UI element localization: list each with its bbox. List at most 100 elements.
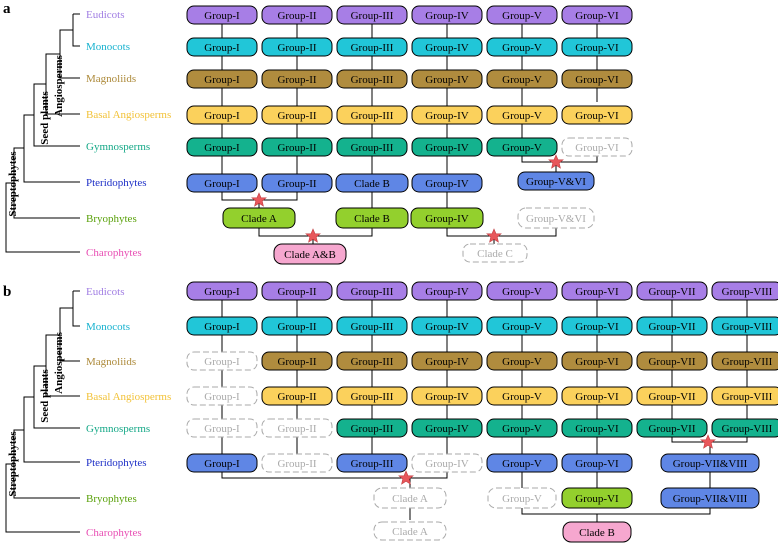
b-row3-col5-label: Group-VI — [575, 391, 619, 403]
a-row3-col4-label: Group-V — [502, 110, 542, 122]
taxon-eudicots: Eudicots — [86, 9, 125, 21]
bryophytes-group-vi-box — [561, 487, 633, 509]
a-row3-col1-box — [261, 105, 333, 125]
a-row5-col0-box — [186, 173, 258, 193]
a-row1-col1-box — [261, 37, 333, 57]
star-icon — [398, 470, 414, 485]
b-row5-col3-box — [411, 453, 483, 473]
a-row0-col5-box — [561, 5, 633, 25]
a-row2-col3-label: Group-IV — [425, 74, 468, 86]
a-row1-col5-box — [561, 37, 633, 57]
a-row3-col0-box — [186, 105, 258, 125]
b-row0-col0-label: Group-I — [204, 286, 240, 298]
charophytes-clade-ab-box — [273, 243, 347, 265]
taxon-basal-angiosperms-b: Basal Angiosperms — [86, 391, 171, 403]
a-row4-col3-label: Group-IV — [425, 142, 468, 154]
taxon-bryophytes-b: Bryophytes — [86, 493, 137, 505]
b-row3-col2-box — [336, 386, 408, 406]
b-row0-col6-label: Group-VII — [648, 286, 695, 298]
charophytes-clade-ab-label: Clade A&B — [284, 249, 336, 261]
a-row5-col3-box — [411, 173, 483, 193]
b-row5-col0-box — [186, 453, 258, 473]
b-row1-col2-box — [336, 316, 408, 336]
b-row3-col5-box — [561, 386, 633, 406]
b-row0-col5-box — [561, 281, 633, 301]
bryophytes-group-iv-box — [410, 207, 484, 229]
bryophytes-lost-clade-a-box — [373, 487, 447, 509]
b-row4-col5-label: Group-VI — [575, 423, 619, 435]
clade-angiosperms-b: Angiosperms — [53, 331, 65, 393]
a-row1-col4-box — [486, 37, 558, 57]
a-row4-col0-label: Group-I — [204, 142, 240, 154]
panel-label-a: a — [3, 1, 11, 17]
a-row0-col4-box — [486, 5, 558, 25]
a-row3-col3-box — [411, 105, 483, 125]
a-row1-col2-label: Group-III — [351, 42, 394, 54]
panel-a: a Angiosperms Seed plants Streptophytes … — [3, 1, 633, 265]
a-row0-col1-label: Group-II — [277, 10, 316, 22]
b-row5-col5-label: Group-VI — [575, 458, 619, 470]
a-row1-col3-label: Group-IV — [425, 42, 468, 54]
b-row5-col0-label: Group-I — [204, 458, 240, 470]
b-row1-col0-label: Group-I — [204, 321, 240, 333]
taxon-pteridophytes: Pteridophytes — [86, 177, 147, 189]
b-row4-col7-box — [711, 418, 778, 438]
b-row3-col0-label: Group-I — [204, 391, 240, 403]
b-row0-col7-box — [711, 281, 778, 301]
taxon-monocots-b: Monocots — [86, 321, 130, 333]
b-row1-col1-box — [261, 316, 333, 336]
b-row1-col2-label: Group-III — [351, 321, 394, 333]
b-row4-col4-box — [486, 418, 558, 438]
charophytes-lost-clade-c-label: Clade C — [477, 248, 513, 260]
b-row4-col7-label: Group-VIII — [722, 423, 773, 435]
b-row4-col3-label: Group-IV — [425, 423, 468, 435]
a-row4-col3-box — [411, 137, 483, 157]
bryophytes-lost-group-v-label: Group-V — [502, 493, 542, 505]
taxon-bryophytes: Bryophytes — [86, 213, 137, 225]
b-row2-col7-box — [711, 351, 778, 371]
b-row4-col1-label: Group-II — [277, 423, 316, 435]
a-row1-col0-label: Group-I — [204, 42, 240, 54]
a-row4-col4-box — [486, 137, 558, 157]
b-row0-col0-box — [186, 281, 258, 301]
panel-b: b Angiosperms Seed plants Streptophytes … — [3, 281, 778, 543]
b-row5-col4-box — [486, 453, 558, 473]
a-row4-col2-label: Group-III — [351, 142, 394, 154]
bryophytes-clade-b-label: Clade B — [354, 213, 390, 225]
b-row3-col1-box — [261, 386, 333, 406]
a-row4-col0-box — [186, 137, 258, 157]
bryophytes-lost-clade-a-label: Clade A — [392, 493, 428, 505]
b-row0-col6-box — [636, 281, 708, 301]
a-row1-col1-label: Group-II — [277, 42, 316, 54]
taxon-magnoliids-b: Magnoliids — [86, 356, 136, 368]
a-row3-col4-box — [486, 105, 558, 125]
a-row5-col1-box — [261, 173, 333, 193]
bryophytes-clade-a-label: Clade A — [241, 213, 277, 225]
bryophytes-group-vi-label: Group-VI — [575, 493, 619, 505]
b-row5-col5-box — [561, 453, 633, 473]
b-row5-col1-label: Group-II — [277, 458, 316, 470]
b-row5-col2-box — [336, 453, 408, 473]
a-row0-col1-box — [261, 5, 333, 25]
a-row0-col3-box — [411, 5, 483, 25]
bryophytes-group-vii-viii-box — [660, 487, 760, 509]
bryophytes-lost-group-v-vi-label: Group-V&VI — [526, 213, 586, 225]
charophytes-clade-b-box — [562, 521, 632, 543]
b-row3-col7-label: Group-VIII — [722, 391, 773, 403]
clade-streptophytes: Streptophytes — [7, 151, 19, 217]
bryophytes-clade-a-box — [222, 207, 296, 229]
b-row4-col2-label: Group-III — [351, 423, 394, 435]
a-row1-col2-box — [336, 37, 408, 57]
pteridophytes-clade-b-box — [335, 173, 409, 193]
b-row1-col3-label: Group-IV — [425, 321, 468, 333]
bryophytes-group-vii-viii-label: Group-VII&VIII — [673, 493, 748, 505]
b-row1-col6-box — [636, 316, 708, 336]
phylogeny-tree-b — [5, 290, 80, 533]
a-row2-col4-box — [486, 69, 558, 89]
b-row0-col1-label: Group-II — [277, 286, 316, 298]
clade-seed-plants-b: Seed plants — [39, 369, 51, 423]
b-row2-col5-label: Group-VI — [575, 356, 619, 368]
b-row0-col4-label: Group-V — [502, 286, 542, 298]
b-row1-col3-box — [411, 316, 483, 336]
taxon-gymnosperms-b: Gymnosperms — [86, 423, 150, 435]
